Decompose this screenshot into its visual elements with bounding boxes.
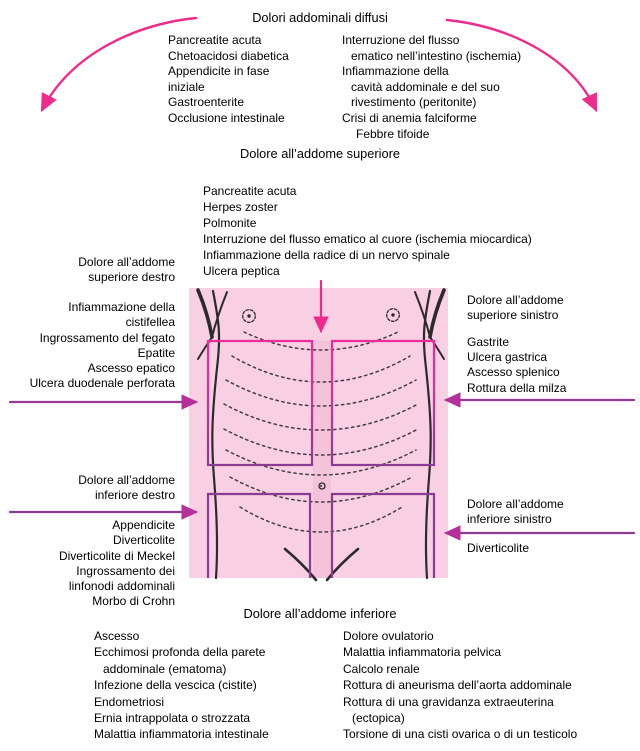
cause-item: Interruzione del flusso ematico al cuore… xyxy=(203,231,532,246)
quadrant-title-line: Dolore all’addome xyxy=(78,255,175,269)
cause-item: Ascesso splenico xyxy=(467,365,560,380)
cause-item: Ingrossamento dei xyxy=(76,563,175,578)
cause-item: Pancreatite acuta xyxy=(203,184,297,198)
lower-abdomen-title: Dolore all’addome inferiore xyxy=(243,606,397,621)
diffuse-causes-left: Pancreatite acuta Chetoacidosi diabetica… xyxy=(168,33,289,127)
inguinal-crease-left xyxy=(283,547,318,582)
body-outline-left xyxy=(211,289,221,580)
body-line-art xyxy=(196,288,446,582)
cause-item: cavità addominale e del suo xyxy=(351,79,500,94)
cause-item: cistifellea xyxy=(125,315,175,330)
arrow-diffuse-left-curve xyxy=(40,16,198,113)
cause-item: Ernia intrappolata o strozzata xyxy=(94,711,251,726)
cause-item: Gastroenterite xyxy=(168,95,245,110)
cause-item: (ectopica) xyxy=(352,711,405,726)
cause-item: Diverticolite di Meckel xyxy=(58,548,175,563)
cause-item: iniziale xyxy=(168,79,205,94)
cause-item: Appendicite in fase xyxy=(168,64,270,79)
cause-item: Torsione di una cisti ovarica o di un te… xyxy=(343,727,578,742)
upper-left-quadrant-causes: Gastrite Ulcera gastrica Ascesso splenic… xyxy=(467,335,566,396)
lower-right-quadrant-box xyxy=(206,492,312,578)
cause-item: Ulcera gastrica xyxy=(467,350,548,365)
cause-item: Ingrossamento del fegato xyxy=(39,330,175,345)
cause-item: linfonodi addominali xyxy=(68,579,175,594)
upper-abdomen-causes: Pancreatite acuta Herpes zoster Polmonit… xyxy=(203,184,532,279)
cause-item: Ascesso epatico xyxy=(87,361,175,376)
cause-item: Rottura di aneurisma dell’aorta addomina… xyxy=(343,678,572,693)
cause-item: Ulcera peptica xyxy=(203,263,280,278)
quadrant-title-line: Dolore all’addome xyxy=(467,497,564,511)
quadrant-title-line: inferiore destro xyxy=(94,488,175,503)
nipple-right xyxy=(386,308,400,322)
cause-item: Herpes zoster xyxy=(203,199,278,214)
nipple-left xyxy=(242,309,256,323)
cause-item: Pancreatite acuta xyxy=(168,33,262,47)
armpit-left xyxy=(196,288,228,360)
cause-item: Diverticolite xyxy=(467,541,530,555)
upper-abdomen-title: Dolore all’addome superiore xyxy=(239,146,401,161)
navel xyxy=(318,482,326,490)
armpit-right xyxy=(414,288,446,360)
diffuse-pain-title: Dolori addominali diffusi xyxy=(252,10,388,25)
cause-item: Calcolo renale xyxy=(343,661,420,676)
cause-item: Febbre tifoide xyxy=(356,126,430,141)
cause-item: addominale (ematoma) xyxy=(103,661,227,676)
cause-item: Rottura di una gravidanza extraeuterina xyxy=(343,694,554,709)
cause-item: Ecchimosi profonda della parete xyxy=(94,645,266,660)
lower-left-quadrant-causes: Diverticolite xyxy=(467,541,529,557)
cause-item: Malattia infiammatoria intestinale xyxy=(94,727,269,742)
cause-item: Dolore ovulatorio xyxy=(343,629,434,643)
cause-item: Appendicite xyxy=(112,518,175,532)
lower-abdomen-causes-left: Ascesso Ecchimosi profonda della parete … xyxy=(94,628,269,743)
upper-right-quadrant-box xyxy=(206,339,314,467)
rib-contour-lines xyxy=(223,331,419,533)
cause-item: ematico nell’intestino (ischemia) xyxy=(351,48,522,63)
cause-item: rivestimento (peritonite) xyxy=(351,95,477,110)
lower-left-quadrant-box xyxy=(330,492,436,578)
quadrant-title-line: superiore sinistro xyxy=(467,308,559,323)
cause-item: Infiammazione della xyxy=(68,300,175,314)
diffuse-causes-right: Interruzione del flusso ematico nell’int… xyxy=(342,33,521,142)
lower-right-quadrant-label: Dolore all’addome inferiore destro xyxy=(78,473,175,503)
upper-right-quadrant-label: Dolore all’addome superiore destro xyxy=(78,255,175,285)
body-outline-right xyxy=(422,289,432,580)
cause-item: Malattia infiammatoria pelvica xyxy=(343,645,502,660)
upper-left-quadrant-box xyxy=(330,339,436,467)
cause-item: Epatite xyxy=(137,345,175,360)
arrow-diffuse-right-curve xyxy=(445,18,598,113)
cause-item: Morbo di Crohn xyxy=(92,594,175,609)
lower-left-quadrant-label: Dolore all’addome inferiore sinistro xyxy=(467,497,564,527)
inguinal-crease-right xyxy=(325,547,360,582)
cause-item: Infiammazione della radice di un nervo s… xyxy=(203,247,450,262)
cause-item: Chetoacidosi diabetica xyxy=(168,48,289,63)
cause-item: Interruzione del flusso xyxy=(342,33,460,47)
cause-item: Crisi di anemia falciforme xyxy=(342,110,477,125)
cause-item: Rottura della milza xyxy=(467,380,567,395)
upper-left-quadrant-label: Dolore all’addome superiore sinistro xyxy=(467,293,564,323)
quadrant-title-line: superiore destro xyxy=(88,270,175,285)
cause-item: Ulcera duodenale perforata xyxy=(29,376,175,391)
lower-right-quadrant-causes: Appendicite Diverticolite Diverticolite … xyxy=(59,518,175,610)
cause-item: Infiammazione della xyxy=(342,64,449,79)
cause-item: Ascesso xyxy=(94,629,140,643)
quadrant-title-line: Dolore all’addome xyxy=(78,473,175,487)
lower-abdomen-causes-right: Dolore ovulatorio Malattia infiammatoria… xyxy=(343,628,577,743)
cause-item: Endometriosi xyxy=(94,694,165,709)
cause-item: Infezione della vescica (cistite) xyxy=(94,678,257,693)
cause-item: Gastrite xyxy=(467,335,510,349)
upper-right-quadrant-causes: Infiammazione della cistifellea Ingrossa… xyxy=(30,300,175,392)
quadrant-title-line: Dolore all’addome xyxy=(467,293,564,307)
cause-item: Polmonite xyxy=(203,215,257,230)
cause-item: Occlusione intestinale xyxy=(168,110,285,125)
cause-item: Diverticolite xyxy=(112,533,175,548)
quadrant-title-line: inferiore sinistro xyxy=(467,512,552,527)
